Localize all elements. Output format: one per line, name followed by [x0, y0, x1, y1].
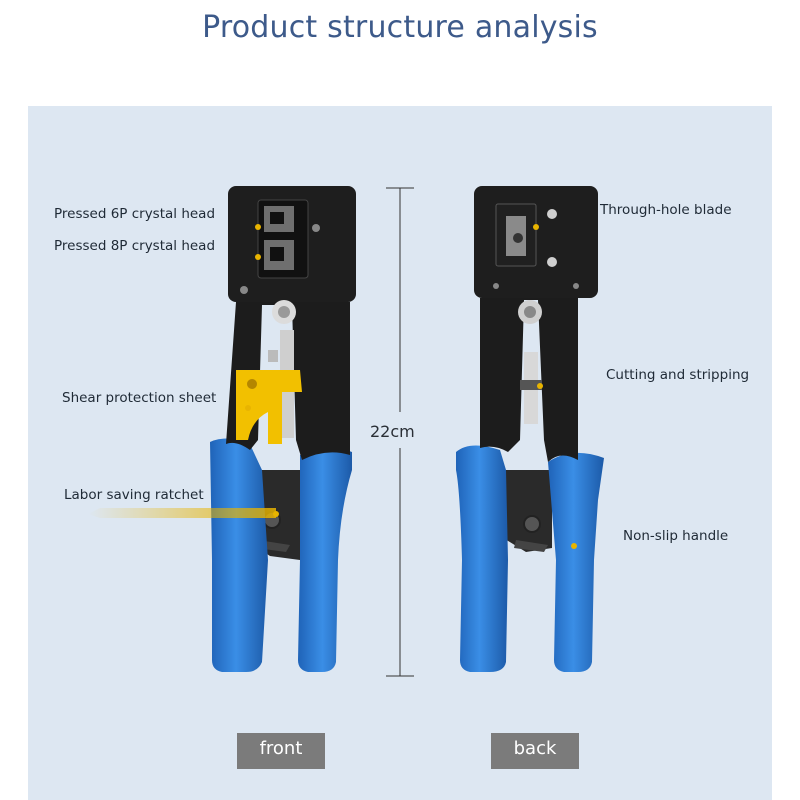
label-labor-saving: Labor saving ratchet — [64, 487, 204, 503]
page-title: Product structure analysis — [202, 10, 598, 45]
leader-lines — [78, 224, 732, 549]
label-shear-protection: Shear protection sheet — [62, 390, 217, 406]
label-non-slip: Non-slip handle — [623, 528, 729, 544]
label-pressed-8p: Pressed 8P crystal head — [54, 238, 216, 254]
label-through-hole: Through-hole blade — [600, 202, 732, 218]
dimension-line — [386, 187, 414, 677]
back-crimper — [456, 186, 604, 672]
label-cutting-stripping: Cutting and stripping — [606, 367, 750, 383]
label-pressed-6p: Pressed 6P crystal head — [54, 206, 216, 222]
dimension-label: 22cm — [370, 422, 415, 441]
front-crimper — [210, 186, 356, 672]
back-button[interactable]: back — [491, 733, 579, 769]
front-button[interactable]: front — [237, 733, 325, 769]
